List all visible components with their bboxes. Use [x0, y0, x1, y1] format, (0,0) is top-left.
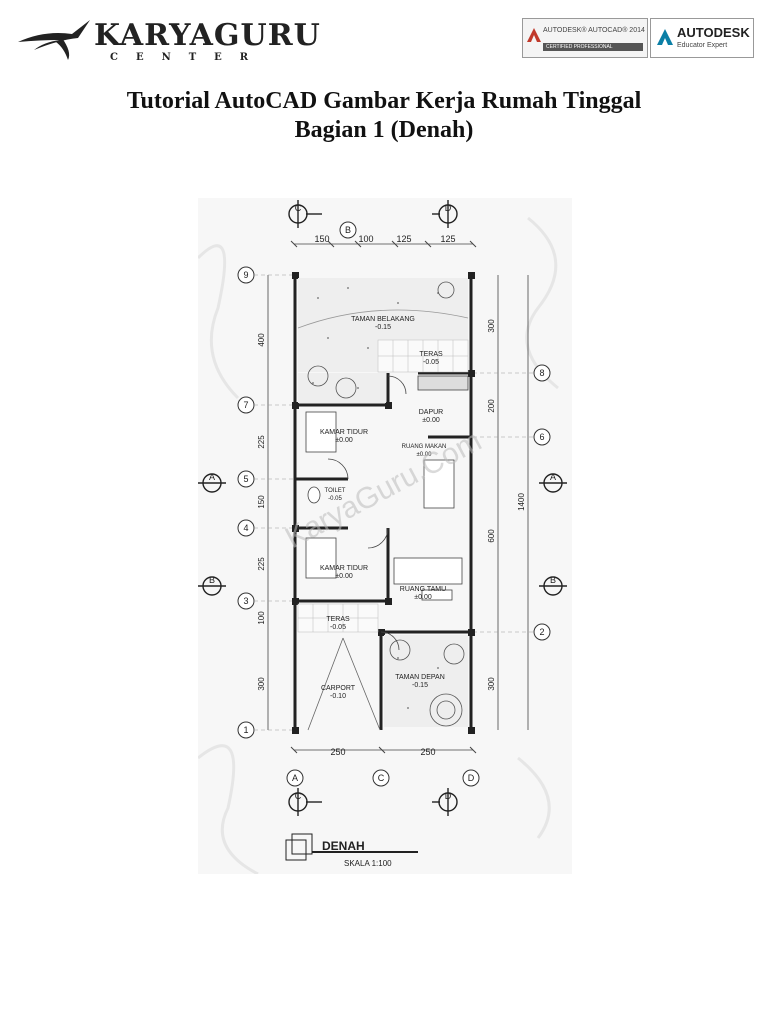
section-c-top: C	[295, 203, 302, 213]
grid-row-8: 8	[539, 368, 544, 378]
section-markers	[198, 200, 567, 816]
dim-top-1: 150	[314, 234, 329, 244]
dim-left-2: 225	[257, 435, 266, 449]
floor-plan: 150 100 125 125 250 250 400 225 150 225 …	[198, 198, 572, 874]
level-teras-depan: -0.05	[330, 624, 346, 631]
level-ruang-makan: ±0.00	[417, 452, 433, 458]
dim-right-2: 200	[487, 399, 496, 413]
logo-wordmark: KARYAGURU	[94, 18, 321, 53]
autodesk-educator-badge: AUTODESK Educator Expert	[650, 18, 754, 58]
level-dapur: ±0.00	[422, 417, 440, 424]
badge-autodesk-brand: AUTODESK	[677, 25, 750, 40]
autodesk-a-icon	[657, 29, 673, 45]
room-kamar-tidur-1: KAMAR TIDUR	[320, 429, 368, 436]
background-ornament	[198, 216, 559, 874]
dim-right-1: 300	[487, 319, 496, 333]
level-teras-belakang: -0.05	[423, 359, 439, 366]
dim-left-1: 400	[257, 333, 266, 347]
dim-top-2: 100	[358, 234, 373, 244]
autocad-a-icon	[527, 28, 541, 42]
floor-plan-drawing: 150 100 125 125 250 250 400 225 150 225 …	[198, 200, 567, 874]
grid-row-lines	[254, 274, 534, 731]
grid-row-3: 3	[243, 596, 248, 606]
dim-left-3: 150	[257, 495, 266, 509]
page-title-line2: Bagian 1 (Denah)	[294, 117, 474, 143]
room-ruang-makan: RUANG MAKAN	[402, 444, 447, 450]
dim-top-4: 125	[440, 234, 455, 244]
section-b-left: B	[209, 575, 215, 585]
grid-col-c: C	[378, 773, 385, 783]
dim-right-4: 600	[487, 529, 496, 543]
section-d-bottom: D	[445, 791, 452, 801]
room-dapur: DAPUR	[419, 409, 444, 416]
dim-top-3: 125	[396, 234, 411, 244]
room-toilet: TOILET	[325, 488, 346, 494]
section-a-right: A	[550, 472, 556, 482]
dim-right-3: 1400	[517, 493, 526, 511]
dim-bottom-1: 250	[330, 747, 345, 757]
grid-row-bubbles	[237, 266, 255, 739]
section-b-right: B	[550, 575, 556, 585]
section-c-bottom: C	[295, 791, 302, 801]
grid-col-d: D	[468, 773, 475, 783]
level-kamar-tidur-1: ±0.00	[335, 437, 353, 444]
garden-path	[297, 309, 469, 329]
grid-row-5: 5	[243, 474, 248, 484]
room-kamar-tidur-2: KAMAR TIDUR	[320, 565, 368, 572]
building-walls	[293, 275, 473, 730]
badge-autocad-cert: CERTIFIED PROFESSIONAL	[543, 43, 643, 51]
grid-row-2: 2	[539, 627, 544, 637]
bird-icon	[18, 20, 90, 60]
room-taman-depan: TAMAN DEPAN	[395, 674, 445, 681]
badge-autocad-product: AUTODESK® AUTOCAD® 2014	[543, 27, 645, 34]
teras-tiles	[297, 339, 469, 633]
room-carport: CARPORT	[321, 685, 356, 692]
level-kamar-tidur-2: ±0.00	[335, 573, 353, 580]
level-ruang-tamu: ±0.00	[414, 594, 432, 601]
autocad-certified-badge: AUTODESK® AUTOCAD® 2014 CERTIFIED PROFES…	[522, 18, 648, 58]
karyaguru-logo: KARYAGURU CENTER	[14, 12, 320, 63]
structural-columns	[292, 272, 475, 734]
grid-row-9: 9	[243, 270, 248, 280]
logo-subtext: CENTER	[110, 52, 267, 63]
grid-row-7: 7	[243, 400, 248, 410]
level-taman-belakang: -0.15	[375, 324, 391, 331]
caption-symbol	[285, 833, 418, 861]
level-carport: -0.10	[330, 693, 346, 700]
level-taman-depan: -0.15	[412, 682, 428, 689]
page-title-line1: Tutorial AutoCAD Gambar Kerja Rumah Ting…	[126, 88, 642, 114]
dim-right-5: 300	[487, 677, 496, 691]
grid-row-4: 4	[243, 523, 248, 533]
caption-scale: SKALA 1:100	[344, 859, 392, 868]
room-teras-depan: TERAS	[326, 616, 350, 623]
section-d-top: D	[445, 203, 452, 213]
grid-col-a: A	[292, 773, 298, 783]
dim-bottom-2: 250	[420, 747, 435, 757]
dim-left-6: 300	[257, 677, 266, 691]
room-teras-belakang: TERAS	[419, 351, 443, 358]
grid-col-b-top: B	[345, 225, 351, 235]
level-toilet: -0.05	[328, 496, 342, 502]
grid-row-6: 6	[539, 432, 544, 442]
badge-autodesk-role: Educator Expert	[677, 42, 728, 49]
dim-left-5: 100	[257, 611, 266, 625]
carport-lines	[307, 637, 381, 731]
grid-right-bubbles	[533, 364, 551, 641]
dimension-lines	[267, 243, 529, 751]
room-ruang-tamu: RUANG TAMU	[400, 586, 446, 593]
tree-symbols	[307, 281, 465, 727]
section-a-left: A	[209, 472, 215, 482]
dimension-ticks	[290, 240, 477, 754]
grid-col-bubbles	[286, 221, 480, 787]
grid-row-1: 1	[243, 725, 248, 735]
door-swings	[327, 375, 407, 651]
dim-left-4: 225	[257, 557, 266, 571]
room-taman-belakang: TAMAN BELAKANG	[351, 316, 415, 323]
caption-title: DENAH	[322, 839, 365, 853]
furniture	[305, 375, 469, 601]
